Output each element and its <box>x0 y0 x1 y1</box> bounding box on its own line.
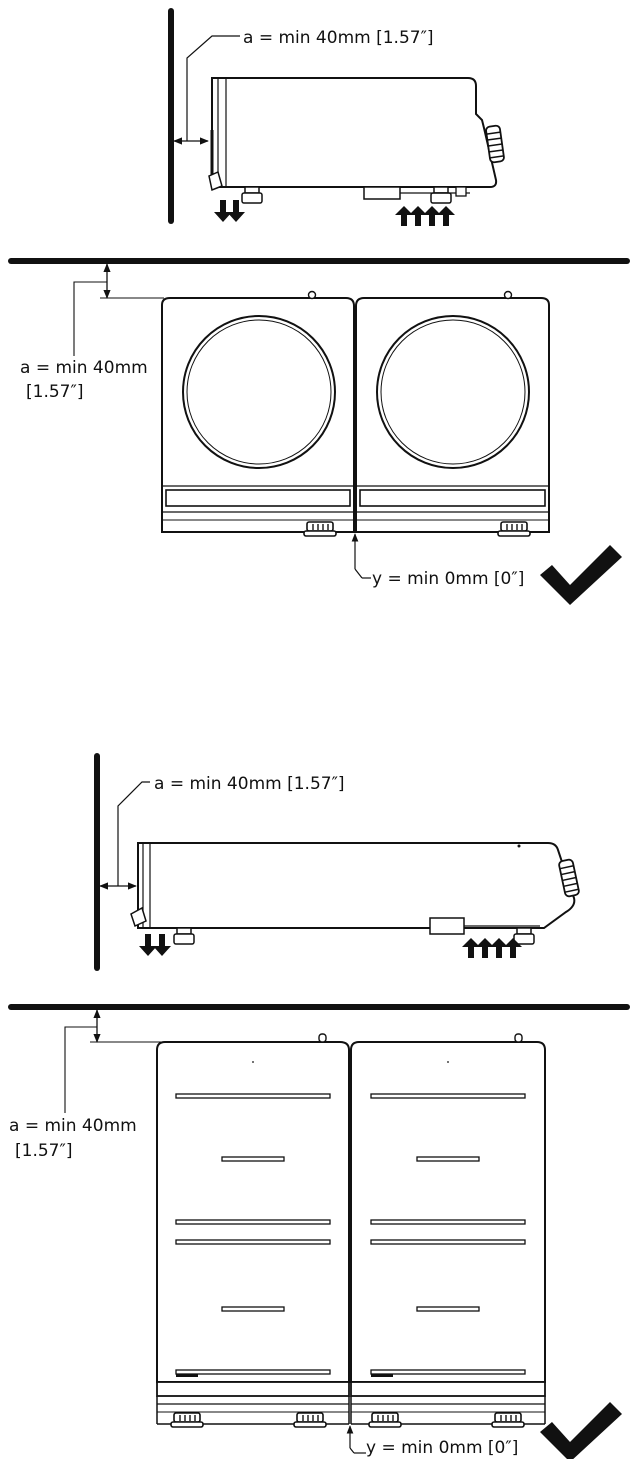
unit-front-tall-left <box>156 1033 350 1428</box>
front-view-2: a = min 40mm [1.57″] <box>8 1004 630 1459</box>
wall <box>94 753 100 971</box>
clearance-dimension: a = min 40mm [1.57″] <box>20 263 164 402</box>
clearance-label-line1: a = min 40mm <box>20 358 148 378</box>
wall <box>168 8 174 224</box>
gap-label: y = min 0mm [0″] <box>372 569 524 589</box>
clearance-dimension: a = min 40mm [1.57″] <box>99 774 345 890</box>
gap-dimension: y = min 0mm [0″] <box>346 1425 518 1458</box>
unit-side-profile <box>208 77 506 204</box>
side-view-1: a = min 40mm [1.57″] <box>168 8 506 226</box>
clearance-label-line2: [1.57″] <box>26 382 83 402</box>
ceiling-wall <box>8 258 630 264</box>
clearance-dimension: a = min 40mm [1.57″] <box>173 28 434 145</box>
airflow-up-icon <box>462 938 522 958</box>
checkmark-icon <box>540 1402 622 1459</box>
clearance-dimension: a = min 40mm [1.57″] <box>9 1009 162 1161</box>
clearance-label-line2: [1.57″] <box>15 1141 72 1161</box>
gap-dimension: y = min 0mm [0″] <box>351 533 524 589</box>
clearance-label: a = min 40mm [1.57″] <box>243 28 434 48</box>
ceiling-wall <box>8 1004 630 1010</box>
clearance-label-line1: a = min 40mm <box>9 1116 137 1136</box>
airflow-down-icon <box>214 200 245 222</box>
gap-label: y = min 0mm [0″] <box>366 1438 518 1458</box>
front-view-1: a = min 40mm [1.57″] <box>8 258 630 605</box>
unit-front-left <box>161 290 355 537</box>
side-view-2: a = min 40mm [1.57″] <box>94 753 581 971</box>
clearance-label: a = min 40mm [1.57″] <box>154 774 345 794</box>
checkmark-icon <box>540 545 622 605</box>
unit-front-tall-right <box>350 1033 546 1428</box>
unit-side-profile <box>130 842 581 945</box>
unit-front-right <box>355 290 550 537</box>
airflow-down-icon <box>139 934 171 956</box>
airflow-up-icon <box>395 206 455 226</box>
